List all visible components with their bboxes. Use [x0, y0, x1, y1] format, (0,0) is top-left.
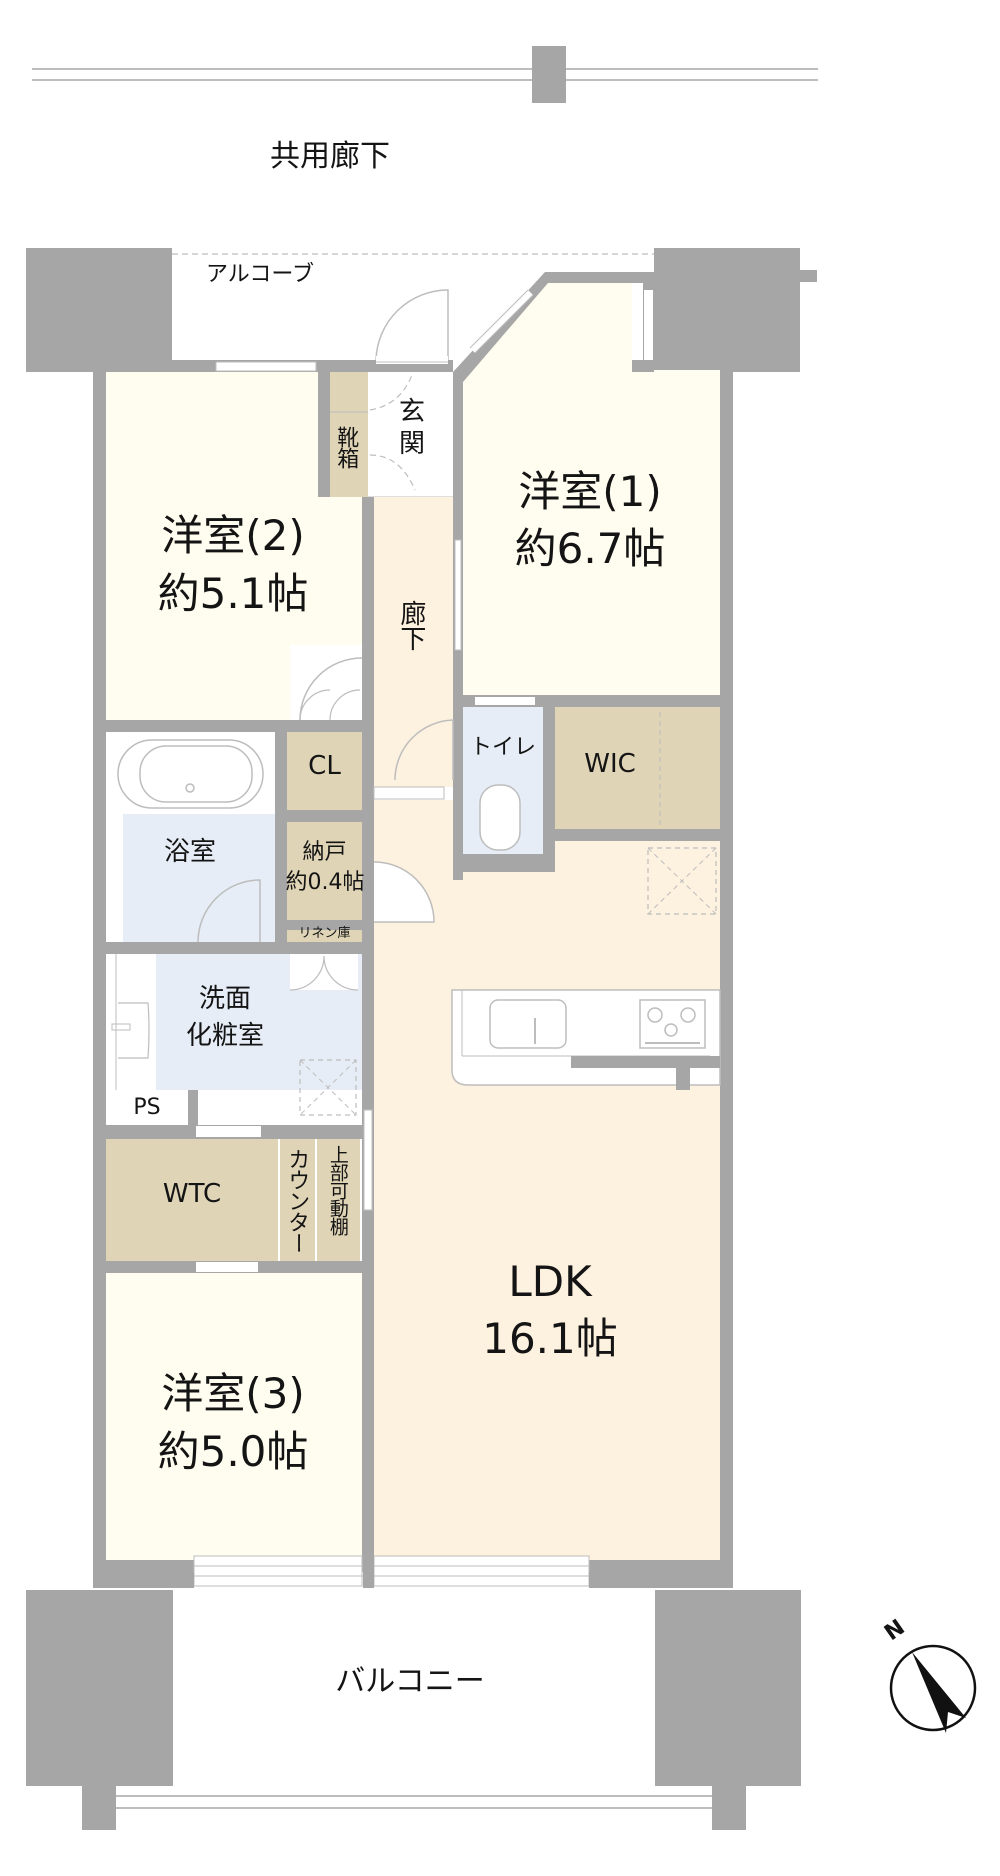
- ldk-size: 16.1帖: [482, 1314, 618, 1363]
- room1-name: 洋室(1): [518, 467, 662, 516]
- pipe-space: [106, 1090, 188, 1125]
- ldk-ceiling-mark: [647, 847, 717, 915]
- kitchen-counter: [451, 989, 721, 1090]
- room-1: [463, 283, 720, 695]
- entrance-label-2: 関: [398, 429, 425, 459]
- laundry-pan: [299, 1059, 357, 1116]
- hallway-label: 廊下: [395, 600, 426, 650]
- pillar-bottom-right: [655, 1590, 801, 1786]
- storage-nando: [287, 822, 362, 920]
- wtc: [106, 1139, 278, 1261]
- linen-label: リネン庫: [298, 926, 351, 941]
- hallway: [374, 497, 453, 787]
- counter: [280, 1139, 315, 1261]
- balcony-label: バルコニー: [335, 1664, 485, 1699]
- toilet-label: トイレ: [469, 735, 536, 760]
- common-corridor-label: 共用廊下: [270, 139, 390, 174]
- counter-label: カウンター: [284, 1148, 310, 1253]
- upper-shelf: [317, 1139, 360, 1261]
- corridor-rail: [32, 46, 818, 103]
- closet-label: CL: [308, 751, 341, 781]
- storage-size: 約0.4帖: [285, 870, 365, 895]
- wic-label: WIC: [584, 749, 636, 779]
- wall-left: [93, 372, 106, 1572]
- entrance-label-1: 玄: [398, 397, 425, 427]
- ldk-name: LDK: [508, 1257, 592, 1306]
- stove-icon: [639, 999, 706, 1049]
- storage-name: 納戸: [302, 840, 347, 865]
- compass-icon: [889, 1644, 977, 1733]
- pillar-bottom-left: [26, 1590, 173, 1786]
- room1-size: 約6.7帖: [514, 524, 666, 573]
- room2-size: 約5.1帖: [157, 569, 309, 618]
- bathtub-icon: [117, 739, 264, 809]
- balcony-railing: [82, 1773, 746, 1830]
- room3-name: 洋室(3): [161, 1369, 305, 1418]
- upper-shelf-label: 上部可動棚: [326, 1145, 349, 1235]
- toilet-icon: [479, 784, 521, 851]
- linen-storage: [287, 930, 362, 942]
- walk-in-closet: [555, 707, 720, 829]
- room3-size: 約5.0帖: [157, 1427, 309, 1476]
- sink-icon: [489, 999, 567, 1049]
- alcove-label: アルコーブ: [205, 262, 315, 287]
- shoe-box: [330, 372, 368, 497]
- closet-cl: [287, 732, 362, 810]
- wall-right: [720, 370, 733, 1572]
- washroom-label-1: 洗面: [198, 984, 251, 1014]
- wtc-label: WTC: [162, 1179, 222, 1209]
- room-3: [106, 1273, 362, 1560]
- ps-label: PS: [133, 1095, 161, 1120]
- room2-name: 洋室(2): [161, 511, 305, 560]
- pillar-top-right: [654, 248, 800, 372]
- pillar-top-left: [26, 248, 172, 372]
- washroom-label-2: 化粧室: [185, 1021, 264, 1051]
- shoe-box-label: 靴箱: [333, 426, 359, 468]
- bathroom-label: 浴室: [163, 837, 216, 867]
- entrance: [368, 372, 453, 497]
